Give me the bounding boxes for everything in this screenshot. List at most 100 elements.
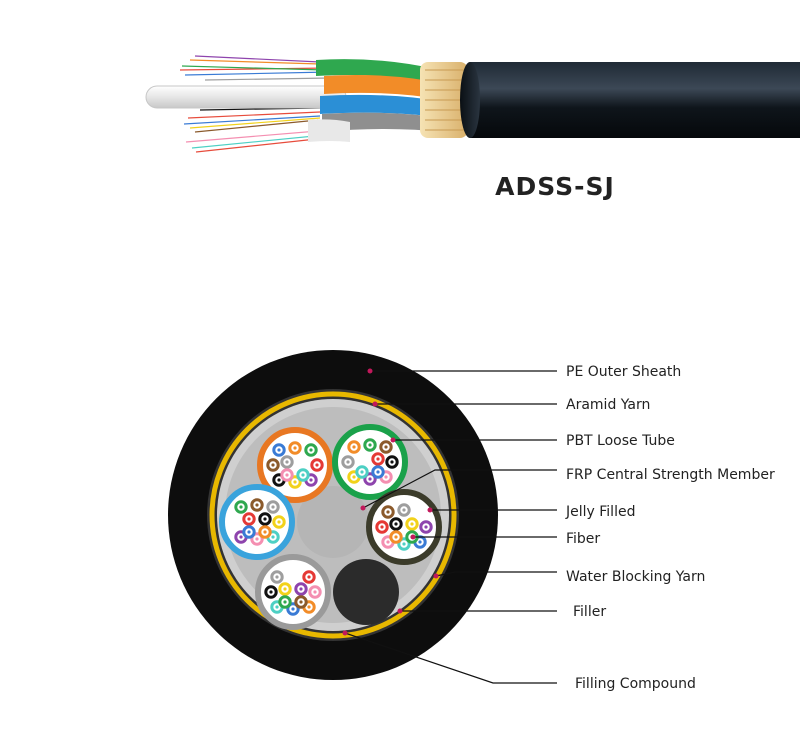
label-aramid-yarn: Aramid Yarn [566,397,650,413]
fiber-core-1-9 [293,480,297,484]
leader-water-blocking-yarn [435,571,557,577]
label-frp-central-strength-member: FRP Central Strength Member [566,467,775,483]
labels: PE Outer Sheath Aramid Yarn PBT Loose Tu… [565,364,775,692]
label-pe-outer-sheath: PE Outer Sheath [566,364,681,380]
cross-section [168,350,498,680]
fiber-core-3-11 [247,530,251,534]
fiber-core-4-1 [386,510,390,514]
fiber-core-5-1 [275,575,279,579]
fiber-core-4-2 [402,508,406,512]
dot-pe-outer-sheath [367,368,373,374]
fiber-core-3-5 [247,517,251,521]
fiber-core-5-8 [275,605,279,609]
fiber-core-5-12 [299,600,303,604]
callout-lines [344,370,557,684]
fiber-core-3-3 [271,505,275,509]
leader-frp-central-strength-member [362,469,557,509]
leader-filling-compound [344,632,557,684]
fiber-core-4-6 [410,522,414,526]
fiber-core-3-4 [233,520,237,524]
fiber-core-1-3 [309,448,313,452]
loose-tubes [219,424,442,630]
fiber-core-5-2 [291,573,295,577]
label-filler: Filler [573,604,606,620]
fiber-core-2-9 [368,477,372,481]
dot-filling-compound [342,630,348,636]
dot-aramid-yarn [372,401,378,407]
dot-pbt-loose-tube [390,437,396,443]
fiber-core-2-4 [346,460,350,464]
dot-jelly-filled [427,507,433,513]
jacket-end-illustration [460,62,480,138]
blue-tube-illustration [320,94,445,118]
label-filling-compound: Filling Compound [575,676,696,692]
orange-tube-illustration [324,75,445,100]
cable-illustration [145,55,800,153]
fiber-core-2-12 [376,470,380,474]
fiber-core-3-8 [239,535,243,539]
fiber-core-2-10 [384,475,388,479]
fiber-core-5-6 [299,587,303,591]
dot-frp [360,505,366,511]
fiber-core-1-6 [301,460,305,464]
aramid-yarn-ring [209,391,457,639]
callout-dots [342,368,439,636]
fiber-core-5-4 [269,590,273,594]
fiber-core-4-9 [402,542,406,546]
fiber-core-5-11 [283,600,287,604]
fiber-core-2-7 [390,460,394,464]
fiber-core-4-7 [424,525,428,529]
label-jelly-filled: Jelly Filled [565,504,635,520]
fiber-core-3-9 [255,537,259,541]
fiber-core-1-11 [285,473,289,477]
outer-jacket-illustration [464,62,800,138]
fiber-core-2-8 [352,475,356,479]
fiber-core-1-7 [315,463,319,467]
fiber-core-2-11 [360,470,364,474]
fiber-core-1-4 [271,463,275,467]
fiber-core-3-7 [277,520,281,524]
fiber-core-4-5 [394,522,398,526]
fiber-core-5-10 [307,605,311,609]
label-water-blocking-yarn: Water Blocking Yarn [566,569,705,585]
fiber-core-4-3 [418,510,422,514]
fiber-core-4-11 [394,535,398,539]
fiber-core-3-6 [263,517,267,521]
label-pbt-loose-tube: PBT Loose Tube [566,433,675,449]
fiber-core-1-5 [285,460,289,464]
label-fiber: Fiber [566,531,600,547]
dot-filler [397,608,403,614]
white-tube-illustration [308,119,350,142]
fiber-core-5-3 [307,575,311,579]
fiber-core-5-5 [283,587,287,591]
frp-central-strength-member [297,486,369,558]
fiber-core-2-3 [384,445,388,449]
fiber-core-2-5 [360,457,364,461]
fiber-core-1-10 [309,478,313,482]
fiber-core-2-2 [368,443,372,447]
fiber-core-3-12 [263,530,267,534]
dot-water-blocking-yarn [433,573,439,579]
cable-title: ADSS-SJ [495,172,615,201]
fiber-core-4-8 [386,540,390,544]
fiber-core-5-7 [313,590,317,594]
fiber-core-3-1 [239,505,243,509]
fiber-core-2-1 [352,445,356,449]
fiber-core-4-4 [380,525,384,529]
dot-fiber [410,534,416,540]
fiber-core-1-8 [277,478,281,482]
fiber-core-4-10 [418,540,422,544]
filler-rod [333,559,399,625]
fiber-core-1-12 [301,473,305,477]
green-tube-illustration [316,59,440,84]
fiber-core-2-6 [376,457,380,461]
fiber-core-3-10 [271,535,275,539]
central-rod-illustration [145,85,347,109]
fiber-core-1-1 [277,448,281,452]
fiber-core-3-2 [255,503,259,507]
fiber-core-1-2 [293,446,297,450]
gray-tube-illustration [322,112,445,132]
fiber-core-5-9 [291,607,295,611]
